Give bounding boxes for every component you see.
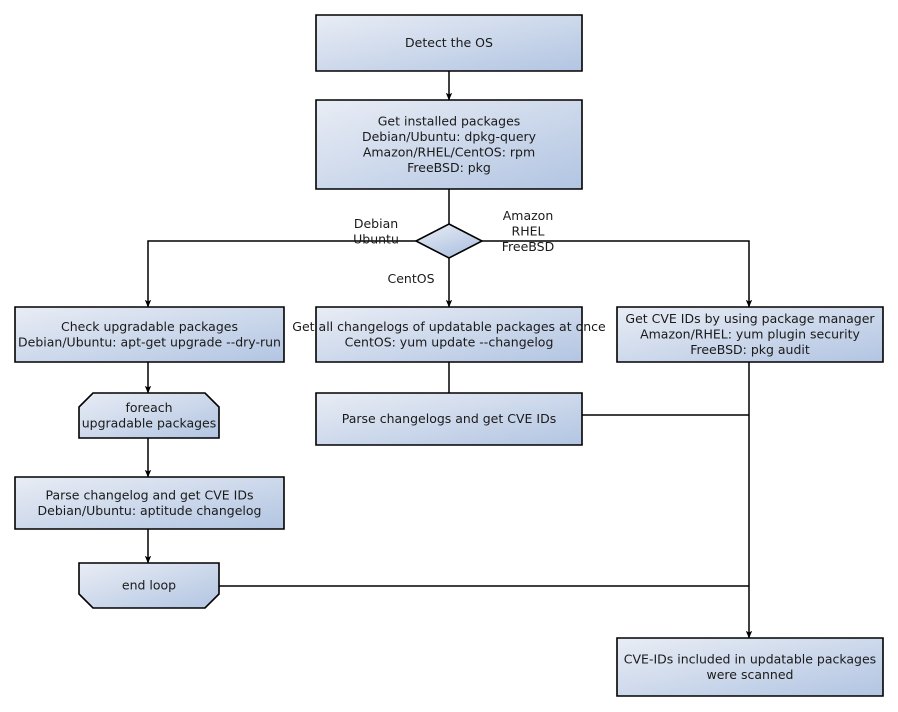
edge-decision-right-to-cve bbox=[482, 240, 753, 308]
get-all-changelogs-label: Get all changelogs of updatable packages… bbox=[292, 318, 606, 349]
get-cve-ids-package-manager-shape bbox=[616, 306, 884, 363]
end-loop-label: end loop bbox=[122, 577, 176, 592]
detect-os-label: Detect the OS bbox=[405, 35, 493, 50]
node-end-loop[interactable]: end loop bbox=[78, 562, 220, 609]
check-upgradable-packages-shape bbox=[14, 306, 285, 363]
node-os-decision[interactable] bbox=[414, 223, 484, 259]
parse-changelogs-cve-ids-label: Parse changelogs and get CVE IDs bbox=[342, 411, 556, 426]
cve-ids-scanned-shape bbox=[616, 637, 884, 697]
parse-changelog-get-cve-ids-shape bbox=[14, 476, 285, 530]
label-centos: CentOS bbox=[387, 271, 434, 286]
get-installed-packages-shape bbox=[315, 99, 583, 190]
os-decision-shape bbox=[414, 223, 484, 259]
node-get-all-changelogs[interactable]: Get all changelogs of updatable packages… bbox=[292, 306, 606, 363]
node-parse-changelogs-cve-ids[interactable]: Parse changelogs and get CVE IDs bbox=[315, 392, 583, 446]
foreach-upgradable-packages-shape bbox=[78, 392, 220, 439]
get-all-changelogs-shape bbox=[315, 306, 583, 363]
node-detect-os[interactable]: Detect the OS bbox=[315, 14, 583, 72]
edge-layer bbox=[144, 71, 753, 639]
end-loop-shape bbox=[78, 562, 220, 609]
edge-decision-left-to-check bbox=[144, 240, 416, 308]
parse-changelogs-cve-ids-shape bbox=[315, 392, 583, 446]
detect-os-shape bbox=[315, 14, 583, 72]
